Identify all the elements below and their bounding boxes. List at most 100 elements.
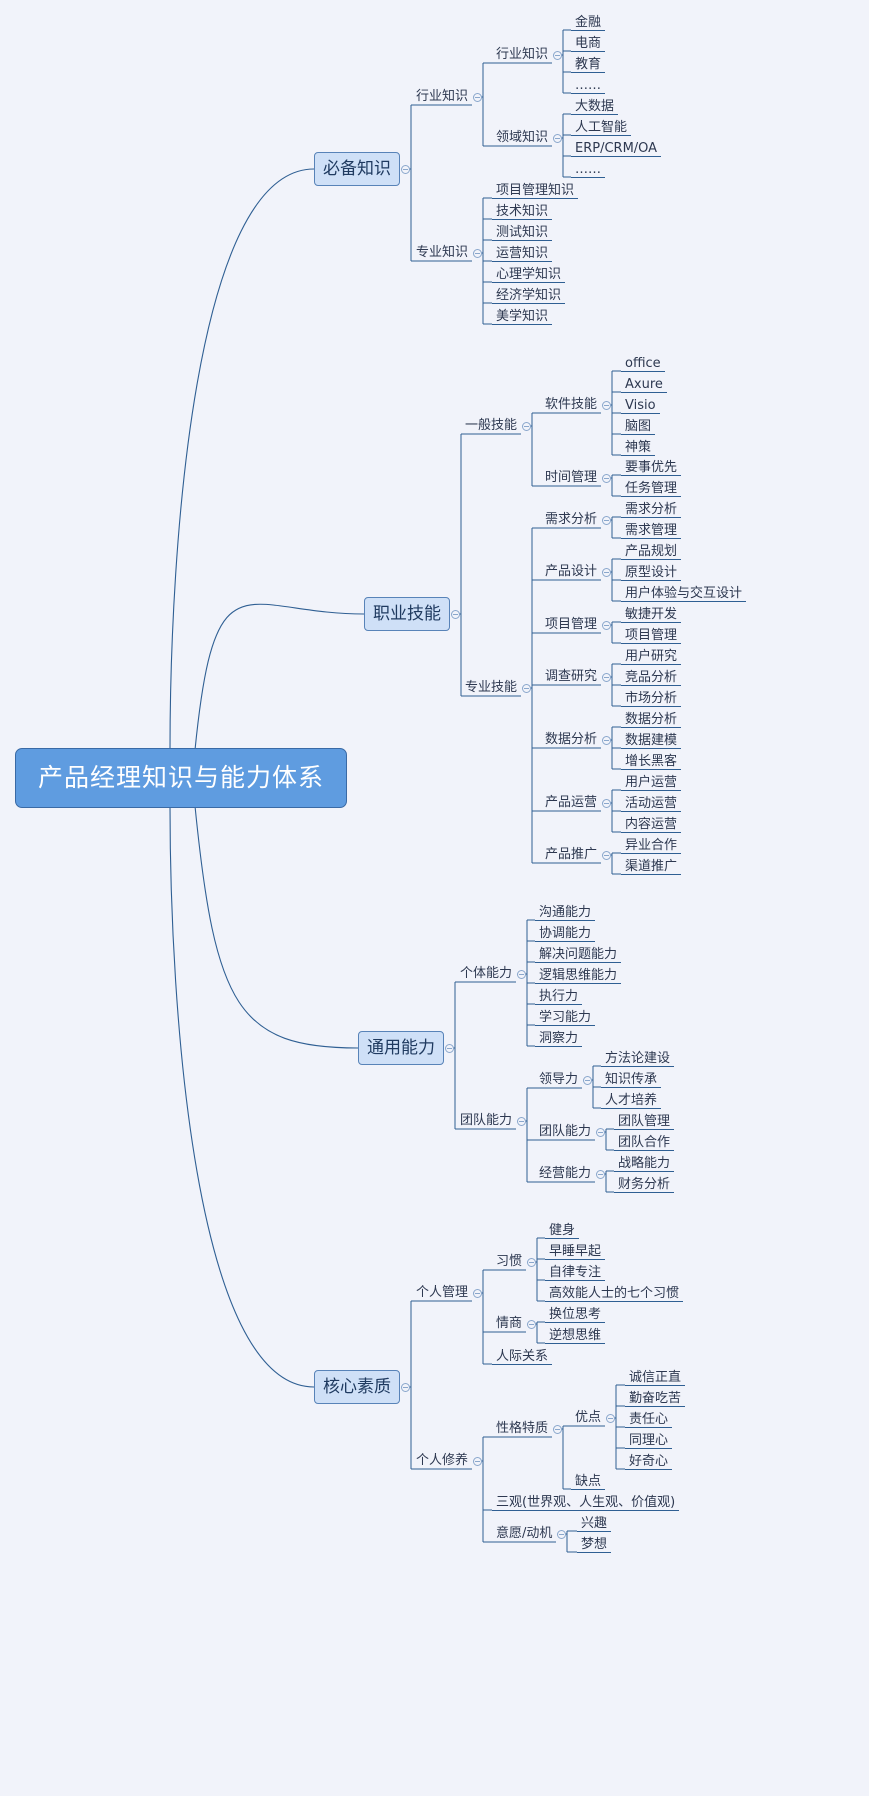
collapse-toggle-icon[interactable] [601,400,611,410]
collapse-toggle-icon[interactable] [521,683,531,693]
subtopic-1-1-2[interactable]: 项目管理 [545,617,598,632]
leaf-topic-0-1-0[interactable]: 项目管理知识 [492,182,579,199]
leaf-topic-3-0-1-0[interactable]: 换位思考 [545,1306,606,1323]
leaf-topic-3-1-0-1[interactable]: 缺点 [571,1473,606,1490]
collapse-toggle-icon[interactable] [472,1288,482,1298]
main-topic-2[interactable]: 通用能力 [358,1031,444,1065]
leaf-topic-1-1-3-0[interactable]: 用户研究 [621,648,682,665]
leaf-topic-2-0-1[interactable]: 协调能力 [535,925,596,942]
collapse-toggle-icon[interactable] [526,1319,536,1329]
leaf-topic-3-1-0-0-0[interactable]: 诚信正直 [625,1369,686,1386]
collapse-toggle-icon[interactable] [552,1424,562,1434]
collapse-toggle-icon[interactable] [516,1116,526,1126]
leaf-topic-0-0-0-1[interactable]: 电商 [571,35,606,52]
collapse-toggle-icon[interactable] [552,50,562,60]
leaf-topic-0-1-5[interactable]: 经济学知识 [492,287,566,304]
subtopic-3-1-2[interactable]: 意愿/动机 [496,1526,553,1541]
leaf-topic-2-0-2[interactable]: 解决问题能力 [535,946,622,963]
leaf-topic-1-1-4-2[interactable]: 增长黑客 [621,753,682,770]
leaf-topic-3-1-0-0-4[interactable]: 好奇心 [625,1453,673,1470]
leaf-topic-3-1-1[interactable]: 三观(世界观、人生观、价值观) [492,1494,680,1511]
leaf-topic-3-0-0-2[interactable]: 自律专注 [545,1264,606,1281]
leaf-topic-2-0-4[interactable]: 执行力 [535,988,583,1005]
leaf-topic-1-1-4-0[interactable]: 数据分析 [621,711,682,728]
subtopic-3-0-1[interactable]: 情商 [496,1316,523,1331]
leaf-topic-1-1-3-2[interactable]: 市场分析 [621,690,682,707]
leaf-topic-1-1-5-2[interactable]: 内容运营 [621,816,682,833]
leaf-topic-2-1-1-1[interactable]: 团队合作 [614,1134,675,1151]
collapse-toggle-icon[interactable] [400,1382,410,1392]
leaf-topic-2-1-0-0[interactable]: 方法论建设 [601,1050,675,1067]
subtopic-0-1[interactable]: 专业知识 [416,245,469,260]
subtopic-2-1-1[interactable]: 团队能力 [539,1124,592,1139]
subtopic-1-0[interactable]: 一般技能 [465,418,518,433]
subtopic-2-0[interactable]: 个体能力 [460,966,513,981]
leaf-topic-1-1-4-1[interactable]: 数据建模 [621,732,682,749]
collapse-toggle-icon[interactable] [601,735,611,745]
leaf-topic-2-0-0[interactable]: 沟通能力 [535,904,596,921]
collapse-toggle-icon[interactable] [552,133,562,143]
subtopic-3-0-0[interactable]: 习惯 [496,1254,523,1269]
leaf-topic-3-0-0-0[interactable]: 健身 [545,1222,580,1239]
subtopic-0-0[interactable]: 行业知识 [416,89,469,104]
leaf-topic-1-1-3-1[interactable]: 竞品分析 [621,669,682,686]
leaf-topic-3-0-0-1[interactable]: 早睡早起 [545,1243,606,1260]
collapse-toggle-icon[interactable] [472,1456,482,1466]
leaf-topic-0-0-0-0[interactable]: 金融 [571,14,606,31]
subtopic-3-0[interactable]: 个人管理 [416,1285,469,1300]
subtopic-1-1[interactable]: 专业技能 [465,680,518,695]
subtopic-1-1-0[interactable]: 需求分析 [545,512,598,527]
leaf-topic-1-0-0-4[interactable]: 神策 [621,439,656,456]
subtopic-1-1-3[interactable]: 调查研究 [545,669,598,684]
leaf-topic-2-1-0-1[interactable]: 知识传承 [601,1071,662,1088]
leaf-topic-2-0-5[interactable]: 学习能力 [535,1009,596,1026]
leaf-topic-0-1-4[interactable]: 心理学知识 [492,266,566,283]
leaf-topic-2-0-6[interactable]: 洞察力 [535,1030,583,1047]
leaf-topic-1-0-0-3[interactable]: 脑图 [621,418,656,435]
subtopic-1-1-6[interactable]: 产品推广 [545,847,598,862]
leaf-topic-1-1-1-2[interactable]: 用户体验与交互设计 [621,585,747,602]
leaf-topic-3-0-2[interactable]: 人际关系 [492,1348,553,1365]
collapse-toggle-icon[interactable] [472,248,482,258]
leaf-topic-1-0-0-2[interactable]: Visio [621,397,660,414]
leaf-topic-0-0-1-3[interactable]: …… [571,161,605,178]
collapse-toggle-icon[interactable] [601,850,611,860]
leaf-topic-1-1-6-1[interactable]: 渠道推广 [621,858,682,875]
subtopic-2-1[interactable]: 团队能力 [460,1113,513,1128]
leaf-topic-3-1-0-0-1[interactable]: 勤奋吃苦 [625,1390,686,1407]
collapse-toggle-icon[interactable] [400,164,410,174]
collapse-toggle-icon[interactable] [595,1169,605,1179]
leaf-topic-1-0-1-0[interactable]: 要事优先 [621,459,682,476]
leaf-topic-0-0-0-3[interactable]: …… [571,77,605,94]
root-topic[interactable]: 产品经理知识与能力体系 [15,748,348,808]
subtopic-0-0-0[interactable]: 行业知识 [496,47,549,62]
leaf-topic-1-1-1-0[interactable]: 产品规划 [621,543,682,560]
leaf-topic-0-1-2[interactable]: 测试知识 [492,224,553,241]
leaf-topic-1-1-0-1[interactable]: 需求管理 [621,522,682,539]
subtopic-2-1-2[interactable]: 经营能力 [539,1166,592,1181]
subtopic-1-0-1[interactable]: 时间管理 [545,470,598,485]
leaf-topic-0-0-1-2[interactable]: ERP/CRM/OA [571,140,662,157]
collapse-toggle-icon[interactable] [601,567,611,577]
collapse-toggle-icon[interactable] [521,421,531,431]
collapse-toggle-icon[interactable] [605,1413,615,1423]
leaf-topic-1-0-0-0[interactable]: office [621,355,665,372]
collapse-toggle-icon[interactable] [450,609,460,619]
collapse-toggle-icon[interactable] [601,798,611,808]
collapse-toggle-icon[interactable] [601,620,611,630]
collapse-toggle-icon[interactable] [601,672,611,682]
leaf-topic-2-1-2-0[interactable]: 战略能力 [614,1155,675,1172]
collapse-toggle-icon[interactable] [582,1075,592,1085]
collapse-toggle-icon[interactable] [556,1529,566,1539]
leaf-topic-1-1-5-1[interactable]: 活动运营 [621,795,682,812]
collapse-toggle-icon[interactable] [526,1257,536,1267]
collapse-toggle-icon[interactable] [595,1127,605,1137]
leaf-topic-1-0-0-1[interactable]: Axure [621,376,667,393]
leaf-topic-3-0-0-3[interactable]: 高效能人士的七个习惯 [545,1285,684,1302]
leaf-topic-3-1-0-0-3[interactable]: 同理心 [625,1432,673,1449]
subtopic-1-1-5[interactable]: 产品运营 [545,795,598,810]
collapse-toggle-icon[interactable] [444,1043,454,1053]
main-topic-0[interactable]: 必备知识 [314,152,400,186]
subtopic-3-1[interactable]: 个人修养 [416,1453,469,1468]
main-topic-1[interactable]: 职业技能 [364,597,450,631]
